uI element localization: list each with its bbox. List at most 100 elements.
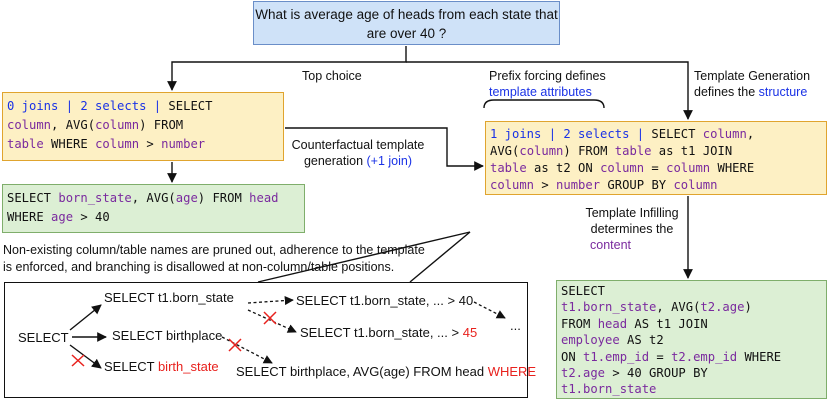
template1-comma: , [746,127,755,141]
template-one-join: 1 joins | 2 selects | SELECT column, AVG… [485,121,827,195]
tree-arrow-leaf1-ellipsis [473,301,506,319]
template0-meta: 0 joins | 2 selects | [7,99,162,113]
template-zero-joins: 0 joins | 2 selects | SELECT column, AVG… [2,92,284,161]
template0-table: table [7,137,44,151]
question-line-2: are over 40 ? [366,26,447,41]
template1-column-4: column [666,161,711,175]
query0-select: SELECT [7,191,59,205]
query1-on: ON [561,349,584,364]
counterfactual-line-1: Counterfactual template [291,138,425,152]
template1-as-t1: as t1 JOIN [651,144,733,158]
arrow-question-to-template0 [167,46,407,91]
template1-where: WHERE [710,161,755,175]
tree-leaf-2: SELECT t1.born_state, ... > 45 [300,325,477,341]
prefix-brace [483,99,605,109]
counterfactual-label: Counterfactual template generation (+1 j… [289,137,427,169]
template1-number: number [556,178,601,192]
template1-column-1: column [702,127,747,141]
template1-select: SELECT [644,127,703,141]
infilling-line-2: determines the [590,222,674,236]
template1-column-2: column [519,144,564,158]
template1-group-by: GROUP BY [600,178,674,192]
question-box: What is average age of heads from each s… [253,1,560,45]
pruning-line-1: Non-existing column/table names are prun… [3,243,425,257]
query1-t2-age: t2.age [700,300,745,315]
template0-gt: > [139,137,162,151]
tree-root: SELECT [18,330,69,345]
plus-one-join: (+1 join) [366,154,413,168]
arrow-counterfactual [285,127,484,171]
prune-x-branch3 [71,354,85,367]
template1-column-3: column [600,161,645,175]
tree-leaf-3: SELECT birthplace, AVG(age) FROM head WH… [236,364,536,380]
query1-t2-emp-id: t2.emp_id [671,349,738,364]
template0-select: SELECT [161,99,213,113]
infilling-label: Template Infilling determines the conten… [581,205,683,253]
query1-t1-born-state-2: t1.born_state [561,382,657,397]
template-generation-line-2: defines the structure [694,84,810,100]
tree-arrow-branch1-leaf2 [247,309,297,333]
tree-arrow-root-branch1 [69,304,102,331]
template0-avg-open: , AVG( [51,118,96,132]
query1-from: FROM [561,316,598,331]
counterfactual-line-2: generation (+1 join) [289,153,427,169]
callout-right [409,231,471,283]
template0-column-1: column [7,118,52,132]
prune-x-leaf3 [228,338,242,352]
tree-leaf-1: SELECT t1.born_state, ... > 40 [296,293,474,308]
query0-from: ) FROM [197,191,250,205]
query1-head: head [597,316,628,331]
query0-head: head [249,191,279,205]
template-generation-text: defines the [694,85,759,99]
query-one-join: SELECT t1.born_state, AVG(t2.age) FROM h… [556,280,827,399]
query1-t1-emp-id: t1.emp_id [583,349,650,364]
query0-avg-open: , AVG( [131,191,176,205]
tree-leaf-3-invalid: WHERE [487,364,537,379]
query1-where: WHERE [737,349,782,364]
tree-branch-2: SELECT birthplace [112,328,223,343]
query0-age: age [175,191,198,205]
template1-avg: AVG( [490,144,520,158]
template1-meta: 1 joins | 2 selects | [490,127,645,141]
query1-t2-age-2: t2.age [561,366,606,381]
template1-as-t2: as t2 ON [526,161,601,175]
query1-close: ) [744,300,752,315]
query1-t1-born-state: t1.born_state [561,300,657,315]
pruning-line-2: is enforced, and branching is disallowed… [3,260,395,274]
template1-table-1: table [614,144,652,158]
template1-table-2: table [490,161,527,175]
callout-left [257,231,471,283]
tree-ellipsis: ... [510,318,521,333]
arrow-question-to-template1 [406,61,693,120]
query1-as-t1: AS t1 JOIN [627,316,708,331]
tree-arrow-branch2-leaf3 [221,336,273,364]
tree-branch-1: SELECT t1.born_state [104,290,234,305]
template-generation-label: Template Generation defines the structur… [694,68,810,100]
structure-word: structure [758,85,808,99]
template0-from: ) FROM [139,118,184,132]
template1-eq: = [644,161,667,175]
tree-branch-3: SELECT birth_state [104,359,219,375]
tree-leaf-3-prefix: SELECT birthplace, AVG(age) FROM head [236,364,488,379]
template1-column-5: column [490,178,535,192]
query1-select: SELECT [561,284,606,298]
infilling-line-1: Template Infilling [585,206,679,220]
top-choice-label: Top choice [302,69,362,83]
prefix-forcing-label: Prefix forcing defines template attribut… [489,68,606,100]
template0-where: WHERE [43,137,96,151]
tree-branch-3-prefix: SELECT [104,359,158,374]
tree-leaf-2-invalid: 45 [462,325,478,340]
question-line-1: What is average age of heads from each s… [255,7,558,22]
tree-arrow-root-branch3 [69,344,102,369]
pruning-description: Non-existing column/table names are prun… [3,242,425,276]
query0-age-2: age [51,210,74,224]
tree-leaf-2-prefix: SELECT t1.born_state, ... > [300,325,463,340]
prefix-forcing-line-2: template attributes [489,85,592,99]
template1-column-6: column [673,178,718,192]
query1-gt: > 40 GROUP BY [605,366,708,381]
query0-where: WHERE [7,210,52,224]
tree-arrow-branch1-leaf1 [247,296,294,306]
query-zero-joins: SELECT born_state, AVG(age) FROM head WH… [2,184,305,233]
